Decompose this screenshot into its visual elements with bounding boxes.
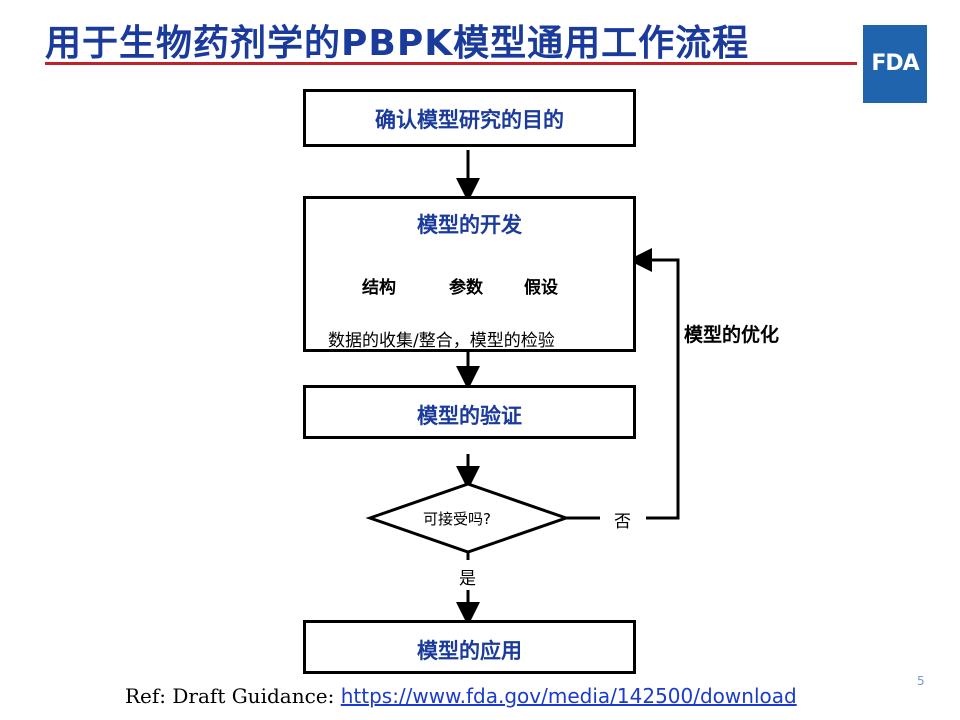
title-underline [45, 62, 857, 65]
decision-no-label: 否 [614, 512, 631, 532]
fda-logo-text: FDA [871, 51, 919, 76]
optimization-label: 模型的优化 [684, 324, 780, 346]
step-development-box: 模型的开发 [303, 196, 636, 352]
step-validation-box: 模型的验证 [303, 385, 636, 439]
no-branch-loop [628, 248, 680, 520]
data-collection-note: 数据的收集/整合，模型的检验 [328, 331, 555, 351]
decision-yes-label: 是 [459, 569, 476, 589]
guidance-link[interactable]: https://www.fda.gov/media/142500/downloa… [340, 684, 797, 708]
step-application-box: 模型的应用 [303, 620, 636, 674]
fda-logo: FDA [863, 25, 927, 103]
step-validation-label: 模型的验证 [417, 404, 522, 428]
decision-label: 可接受吗? [423, 510, 491, 528]
step-purpose-box: 确认模型研究的目的 [303, 89, 636, 147]
step-application-label: 模型的应用 [417, 639, 522, 663]
page-number: 5 [917, 674, 925, 688]
slide-title: 用于生物药剂学的PBPK模型通用工作流程 [45, 23, 750, 64]
reference-label: Ref: Draft Guidance: [125, 684, 335, 708]
parameters-label: 参数 [449, 278, 483, 298]
structure-label: 结构 [362, 278, 396, 298]
assumptions-label: 假设 [524, 278, 558, 298]
reference-line: Ref: Draft Guidance: https://www.fda.gov… [125, 684, 797, 708]
step-purpose-label: 确认模型研究的目的 [375, 108, 564, 132]
step-development-label: 模型的开发 [417, 213, 522, 237]
